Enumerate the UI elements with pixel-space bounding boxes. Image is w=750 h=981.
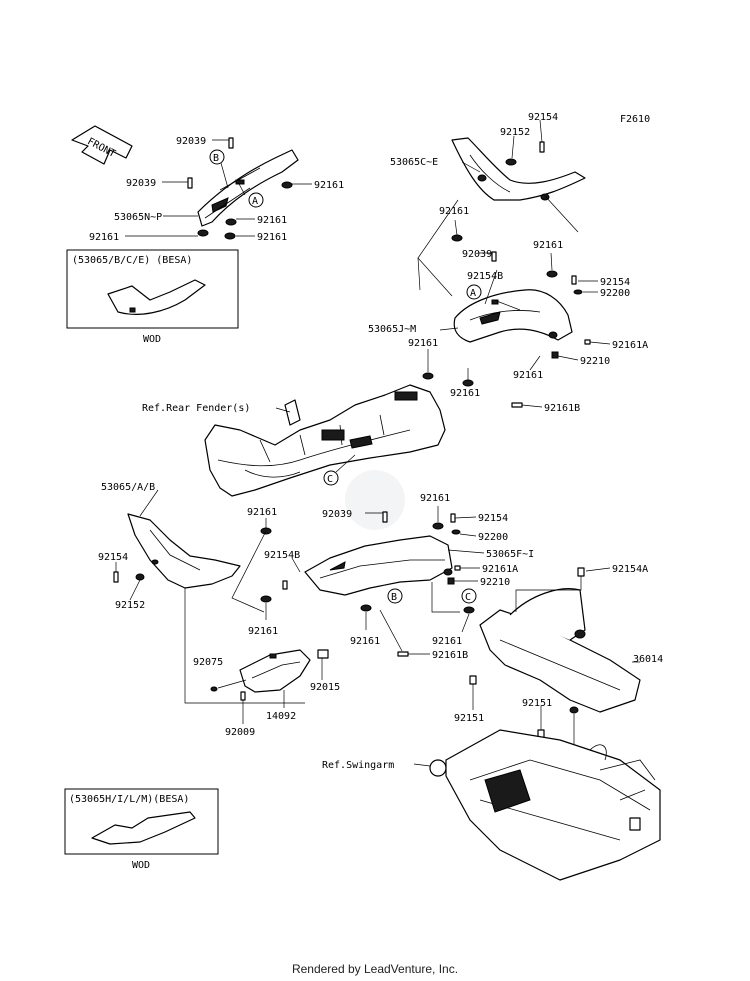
callout-a: A (248, 192, 264, 208)
label-92210: 92210 (480, 577, 510, 588)
label-36014: 36014 (633, 654, 663, 665)
label-92161: 92161 (420, 493, 450, 504)
label-92161b: 92161B (544, 403, 580, 414)
label-92161: 92161 (432, 636, 462, 647)
side-cover-53065np (197, 149, 299, 227)
label-92152: 92152 (500, 127, 530, 138)
watermark (345, 470, 405, 530)
label-92152: 92152 (115, 600, 145, 611)
chain-guard-36014 (469, 567, 641, 739)
callout-c: C (461, 588, 477, 604)
label-92161: 92161 (257, 232, 287, 243)
svg-text:B: B (213, 153, 219, 164)
leaders-lower-left (115, 489, 305, 704)
side-cover-53065ce (451, 137, 586, 201)
inset-title: (53065H/I/L/M)(BESA) (69, 794, 189, 805)
inset-caption: WOD (132, 860, 150, 871)
side-cover-53065ab (127, 513, 241, 589)
label-92154: 92154 (528, 112, 558, 123)
label-92210: 92210 (580, 356, 610, 367)
rear-fender (204, 384, 446, 497)
label-92039: 92039 (126, 178, 156, 189)
label-92161: 92161 (533, 240, 563, 251)
grommets-top-left (187, 137, 293, 240)
label-14092: 14092 (266, 711, 296, 722)
label-92161: 92161 (89, 232, 119, 243)
label-92200: 92200 (600, 288, 630, 299)
svg-text:A: A (470, 288, 476, 299)
leaders-middle-right (417, 219, 611, 408)
label-53065ab: 53065/A/B (101, 482, 155, 493)
inset-53065-bce: (53065/B/C/E) (BESA) (66, 249, 239, 329)
leaders-top-left (125, 139, 312, 237)
label-92039: 92039 (462, 249, 492, 260)
svg-text:B: B (391, 592, 397, 603)
ref-swingarm: Ref.Swingarm (322, 760, 394, 771)
label-92161b: 92161B (432, 650, 468, 661)
label-92154b: 92154B (264, 550, 300, 561)
hardware-middle-right (422, 234, 591, 408)
callout-a: A (466, 284, 482, 300)
label-92161: 92161 (450, 388, 480, 399)
side-cover-53065fi (304, 535, 453, 596)
label-92154a: 92154A (612, 564, 648, 575)
hardware-lower-center (260, 511, 475, 657)
tray-14092 (210, 649, 329, 701)
label-92154: 92154 (600, 277, 630, 288)
footer-credit: Rendered by LeadVenture, Inc. (291, 962, 459, 976)
leaders-tray (217, 658, 323, 724)
label-92151: 92151 (522, 698, 552, 709)
label-92161: 92161 (408, 338, 438, 349)
label-92039: 92039 (176, 136, 206, 147)
inset-caption: WOD (143, 334, 161, 345)
label-92161: 92161 (513, 370, 543, 381)
label-92161a: 92161A (482, 564, 518, 575)
label-53065np: 53065N~P (114, 212, 162, 223)
label-92151: 92151 (454, 713, 484, 724)
ref-rear-fender: Ref.Rear Fender(s) (142, 403, 250, 414)
label-92015: 92015 (310, 682, 340, 693)
callout-b: B (209, 149, 225, 165)
svg-text:C: C (465, 592, 471, 603)
leaders-lower-center (231, 506, 485, 655)
inset-title: (53065/B/C/E) (BESA) (72, 255, 192, 266)
label-92075: 92075 (193, 657, 223, 668)
label-92161: 92161 (248, 626, 278, 637)
label-92039: 92039 (322, 509, 352, 520)
svg-text:C: C (327, 474, 333, 485)
leader-rear-fender (275, 407, 291, 413)
callout-c: C (323, 470, 339, 486)
label-92154: 92154 (478, 513, 508, 524)
label-92009: 92009 (225, 727, 255, 738)
callout-b: B (387, 588, 403, 604)
swingarm (429, 729, 661, 881)
label-92200: 92200 (478, 532, 508, 543)
label-92161: 92161 (350, 636, 380, 647)
figure-code: F2610 (620, 114, 650, 125)
label-53065jm: 53065J~M (368, 324, 416, 335)
front-arrow-icon: FRONT (71, 125, 133, 165)
label-53065fi: 53065F~I (486, 549, 534, 560)
label-53065ce: 53065C~E (390, 157, 438, 168)
label-92161a: 92161A (612, 340, 648, 351)
leader-callout-c (335, 454, 356, 473)
side-cover-53065jm (453, 289, 573, 343)
svg-text:A: A (252, 196, 258, 207)
label-92154: 92154 (98, 552, 128, 563)
label-92154b: 92154B (467, 271, 503, 282)
label-92161: 92161 (247, 507, 277, 518)
label-92161: 92161 (439, 206, 469, 217)
label-92161: 92161 (257, 215, 287, 226)
leader-swingarm (413, 763, 431, 767)
label-92161: 92161 (314, 180, 344, 191)
hardware-top-right (505, 141, 545, 166)
inset-53065-hilm: (53065H/I/L/M)(BESA) (64, 788, 219, 855)
